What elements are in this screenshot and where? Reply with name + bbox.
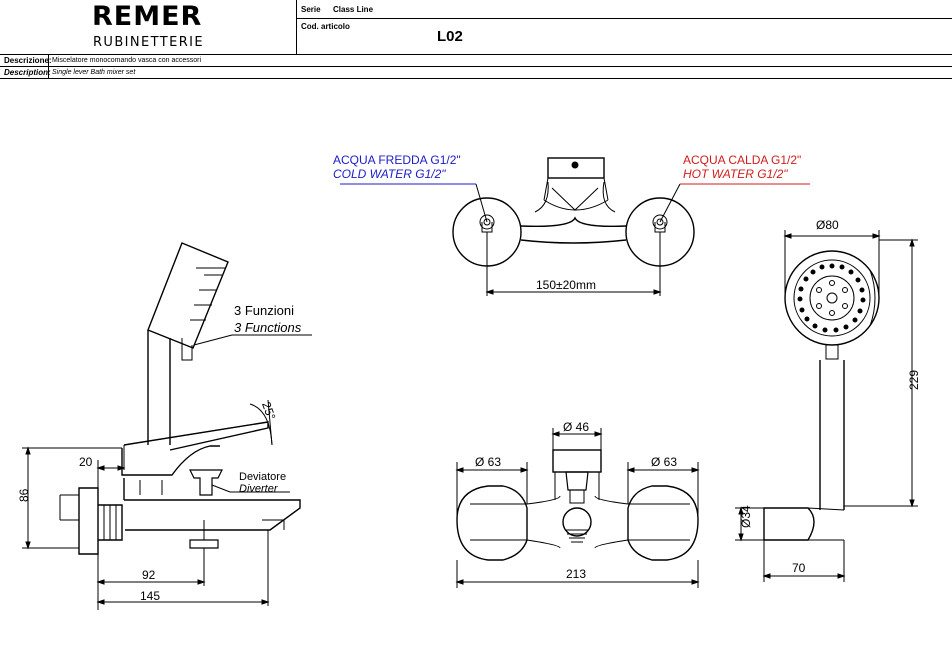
cod-label: Cod. articolo bbox=[301, 22, 350, 31]
top-view bbox=[340, 157, 810, 296]
descrizione-label: Descrizione: bbox=[4, 56, 52, 65]
diameter-34: Ø34 bbox=[739, 505, 753, 528]
title-block: REMER RUBINETTERIE Serie Class Line Cod.… bbox=[0, 0, 952, 80]
descrizione-value: Miscelatore monocomando vasca con access… bbox=[52, 57, 202, 64]
divider bbox=[296, 0, 297, 54]
shower-handle bbox=[147, 330, 171, 445]
lever bbox=[123, 421, 269, 451]
diameter-63-left: Ø 63 bbox=[475, 455, 501, 469]
divider bbox=[296, 18, 952, 19]
angle-dimension: 25° bbox=[259, 400, 278, 422]
dimension-145: 145 bbox=[140, 589, 160, 603]
wall-holder bbox=[763, 507, 815, 541]
front-view bbox=[455, 428, 700, 588]
divider bbox=[0, 66, 952, 67]
divider bbox=[48, 54, 49, 78]
dimension-213: 213 bbox=[566, 567, 586, 581]
serie-value: Class Line bbox=[333, 5, 374, 14]
dimension-92: 92 bbox=[142, 568, 156, 582]
divider bbox=[0, 54, 952, 55]
article-code: L02 bbox=[437, 28, 463, 45]
cold-connector-icon bbox=[479, 214, 495, 230]
spray-nozzles-icon bbox=[797, 263, 866, 333]
dimension-70: 70 bbox=[792, 561, 806, 575]
description-value: Single lever Bath mixer set bbox=[52, 69, 136, 76]
logo: REMER RUBINETTERIE bbox=[0, 0, 296, 52]
side-view bbox=[22, 242, 312, 610]
handshower-grip bbox=[819, 360, 845, 510]
handshower-view bbox=[735, 230, 918, 582]
cartridge-cap bbox=[552, 449, 602, 473]
wall-flange-side bbox=[78, 487, 99, 555]
left-flange-front bbox=[456, 485, 528, 561]
diverter-label-en: Diverter bbox=[239, 483, 279, 495]
diameter-63-right: Ø 63 bbox=[651, 455, 677, 469]
functions-label-en: 3 Functions bbox=[234, 320, 302, 335]
description-label: Description: bbox=[4, 68, 51, 77]
right-flange-front bbox=[627, 485, 699, 561]
hot-water-label-en: HOT WATER G1/2" bbox=[683, 167, 788, 181]
hot-connector-icon bbox=[652, 214, 668, 230]
centers-dimension: 150±20mm bbox=[536, 278, 596, 292]
hot-water-label-it: ACQUA CALDA G1/2" bbox=[683, 153, 801, 167]
divider bbox=[0, 78, 952, 79]
aerator-icon bbox=[562, 507, 592, 537]
diverter-label-it: Deviatore bbox=[239, 471, 286, 483]
cold-water-label-en: COLD WATER G1/2" bbox=[333, 167, 446, 181]
diameter-46: Ø 46 bbox=[563, 420, 589, 434]
cold-water-label-it: ACQUA FREDDA G1/2" bbox=[333, 153, 461, 167]
serie-label: Serie bbox=[301, 5, 321, 14]
dimension-20: 20 bbox=[79, 455, 93, 469]
diameter-80: Ø80 bbox=[816, 218, 839, 232]
functions-label-it: 3 Funzioni bbox=[234, 303, 294, 318]
handshower-head bbox=[147, 242, 229, 349]
body-top bbox=[547, 157, 605, 179]
brand-name: REMER bbox=[92, 1, 203, 32]
dimension-86: 86 bbox=[17, 488, 31, 502]
brand-subtitle: RUBINETTERIE bbox=[93, 35, 204, 50]
dimension-229: 229 bbox=[907, 370, 921, 390]
mixer-body bbox=[121, 445, 220, 476]
diverter-knob bbox=[189, 469, 223, 496]
spout bbox=[123, 478, 301, 531]
